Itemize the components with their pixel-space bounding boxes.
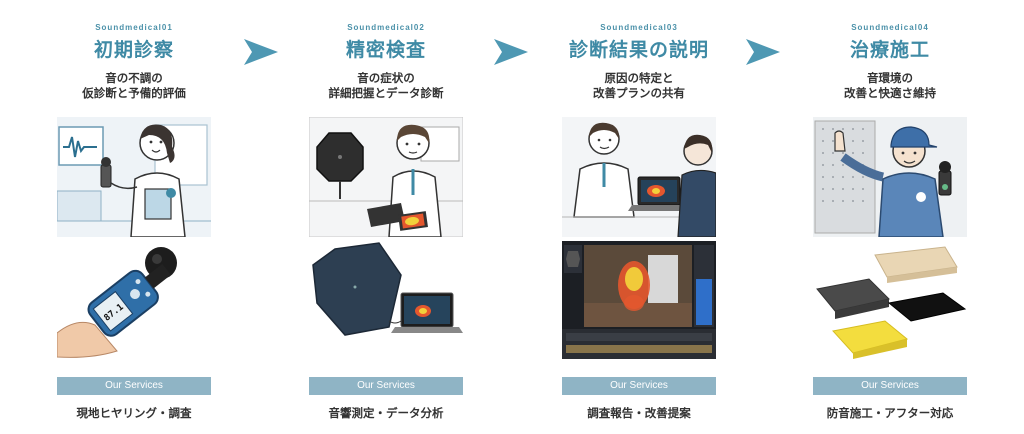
service-label: Our Services [57, 377, 211, 395]
worker-with-meter-icon [813, 117, 967, 237]
service-name: 防音施工・アフター対応 [826, 406, 954, 420]
service-label: Our Services [813, 377, 967, 395]
step-description: 音環境の 改善と快適さ維持 [844, 71, 936, 100]
hexagon-acoustic-camera-icon [309, 241, 463, 359]
doctor-explaining-laptop-icon [562, 117, 716, 237]
step-description: 音の不調の 仮診断と予備的評価 [82, 71, 186, 100]
step-description: 音の症状の 詳細把握とデータ診断 [328, 71, 444, 100]
service-label: Our Services [309, 377, 463, 395]
step-code: Soundmedical04 [851, 23, 929, 32]
step-code: Soundmedical03 [600, 23, 678, 32]
step-title: 治療施工 [849, 39, 930, 61]
step-3: Soundmedical03 診断結果の説明 原因の特定と 改善プランの共有 [562, 0, 716, 421]
step-4: Soundmedical04 治療施工 音環境の 改善と快適さ維持 [813, 0, 967, 421]
arrow-right-icon [494, 37, 528, 67]
service-label: Our Services [562, 377, 716, 395]
service-name: 現地ヒヤリング・調査 [76, 406, 192, 420]
service-name: 調査報告・改善提案 [587, 406, 691, 420]
step-title: 初期診察 [93, 39, 174, 61]
step-code: Soundmedical02 [347, 23, 425, 32]
step-2: Soundmedical02 精密検査 音の症状の 詳細把握とデータ診断 [309, 0, 463, 421]
service-name: 音響測定・データ分析 [328, 406, 444, 420]
step-title: 精密検査 [345, 39, 426, 61]
doctor-with-acoustic-camera-icon [309, 117, 463, 237]
arrow-right-icon [244, 37, 278, 67]
acoustic-material-samples-icon [813, 241, 967, 359]
sound-level-meter-icon: 87.1 [57, 241, 211, 359]
doctor-with-sound-meter-icon [57, 117, 211, 237]
step-title: 診断結果の説明 [568, 39, 709, 61]
step-description: 原因の特定と 改善プランの共有 [593, 71, 685, 100]
sound-heatmap-screen-icon [562, 241, 716, 359]
step-1: Soundmedical01 初期診察 音の不調の 仮診断と予備的評価 [57, 0, 211, 421]
arrow-right-icon [746, 37, 780, 67]
step-code: Soundmedical01 [95, 23, 173, 32]
